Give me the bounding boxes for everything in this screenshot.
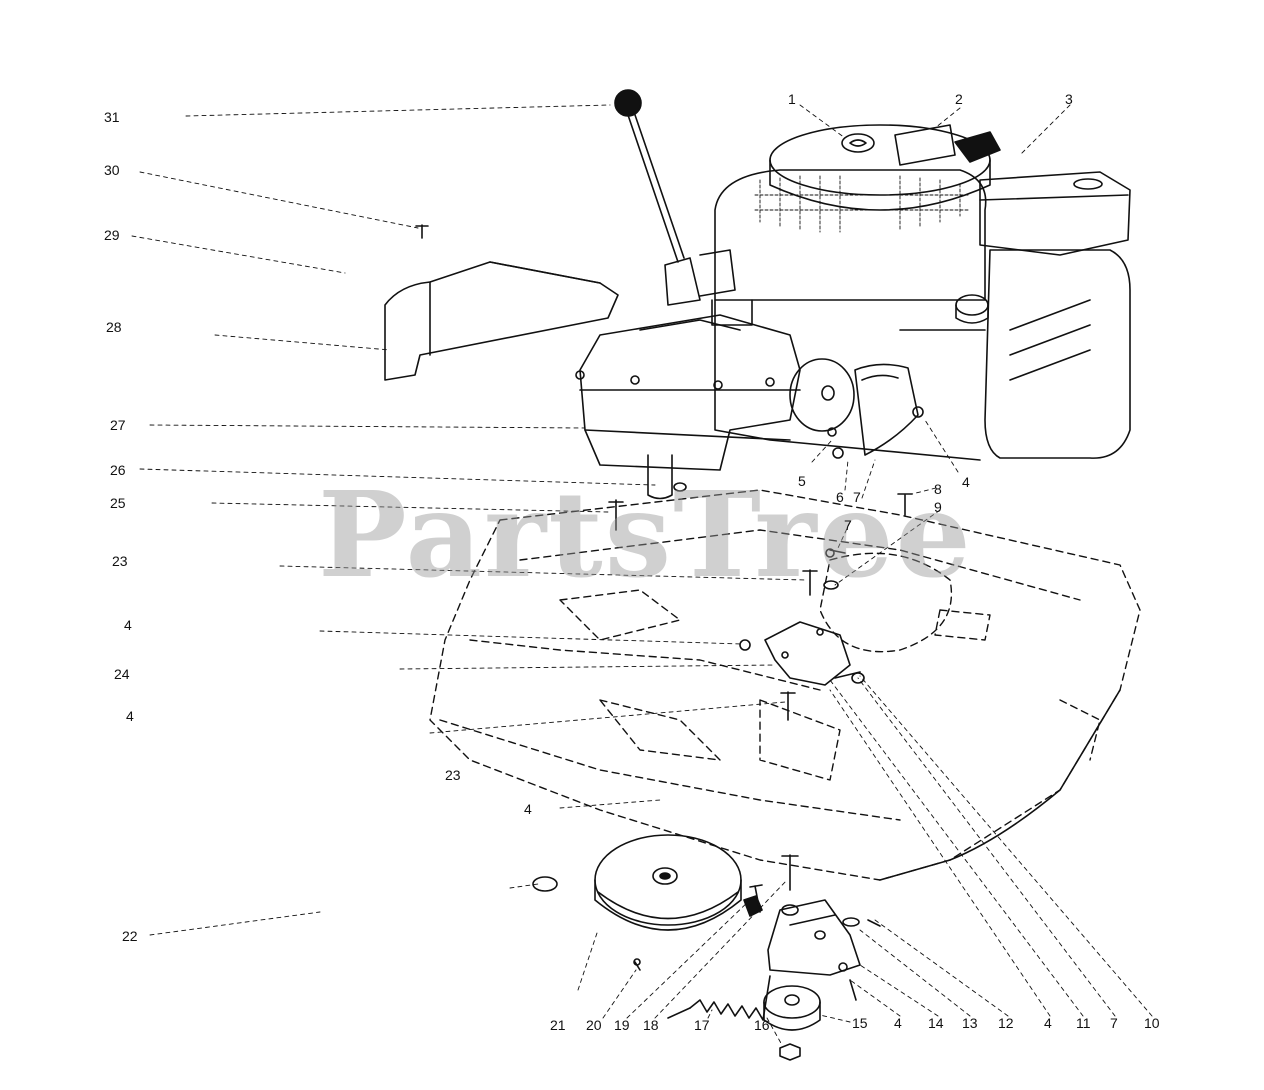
callout-30: 30 xyxy=(104,162,120,178)
watermark-text: PartsTree xyxy=(318,465,973,604)
callout-9: 9 xyxy=(934,499,942,515)
callout-31: 31 xyxy=(104,109,120,125)
engine xyxy=(714,124,1131,461)
callout-13: 13 xyxy=(962,1015,978,1031)
deck-lower-edge xyxy=(879,689,1121,881)
callout-7-washer: 7 xyxy=(844,517,852,533)
callout-12: 12 xyxy=(998,1015,1014,1031)
callout-20: 20 xyxy=(586,1017,602,1033)
callout-23-upper: 23 xyxy=(112,553,128,569)
callout-29: 29 xyxy=(104,227,120,243)
decal-spiral-icon xyxy=(841,133,875,153)
callout-7-bottom: 7 xyxy=(1110,1015,1118,1031)
callout-26: 26 xyxy=(110,462,126,478)
callout-17: 17 xyxy=(694,1017,710,1033)
callout-4-idler: 4 xyxy=(894,1015,902,1031)
idler-bracket xyxy=(764,621,865,686)
callout-4-deck: 4 xyxy=(524,801,532,817)
callout-25: 25 xyxy=(110,495,126,511)
idler-assembly xyxy=(633,854,881,1061)
callout-27: 27 xyxy=(110,417,126,433)
callout-28: 28 xyxy=(106,319,122,335)
callout-8: 8 xyxy=(934,481,942,497)
main-pulley xyxy=(594,834,763,931)
callout-6: 6 xyxy=(836,489,844,505)
callout-7-band: 7 xyxy=(853,489,861,505)
callout-3: 3 xyxy=(1065,91,1073,107)
callout-11: 11 xyxy=(1076,1015,1091,1031)
callout-2: 2 xyxy=(955,91,963,107)
callout-5: 5 xyxy=(798,473,806,489)
callout-23-lower: 23 xyxy=(445,767,461,783)
engine-screen xyxy=(754,175,971,233)
callout-16: 16 xyxy=(754,1017,770,1033)
callout-19: 19 xyxy=(614,1017,630,1033)
callout-24: 24 xyxy=(114,666,130,682)
belt-guard xyxy=(384,261,619,381)
callout-22: 22 xyxy=(122,928,138,944)
callout-1: 1 xyxy=(788,91,796,107)
fasteners xyxy=(415,224,913,721)
shift-lever xyxy=(614,89,736,306)
callout-4-bracket: 4 xyxy=(124,617,132,633)
leader-lines xyxy=(131,104,1153,1046)
retaining-clip xyxy=(532,876,558,892)
callout-18: 18 xyxy=(643,1017,659,1033)
gearbox xyxy=(575,299,801,500)
callout-14: 14 xyxy=(928,1015,944,1031)
callout-4-screw: 4 xyxy=(126,708,134,724)
callout-21: 21 xyxy=(550,1017,566,1033)
callout-4-right: 4 xyxy=(1044,1015,1052,1031)
callout-10: 10 xyxy=(1144,1015,1160,1031)
callout-15: 15 xyxy=(852,1015,868,1031)
callout-4-engine: 4 xyxy=(962,474,970,490)
